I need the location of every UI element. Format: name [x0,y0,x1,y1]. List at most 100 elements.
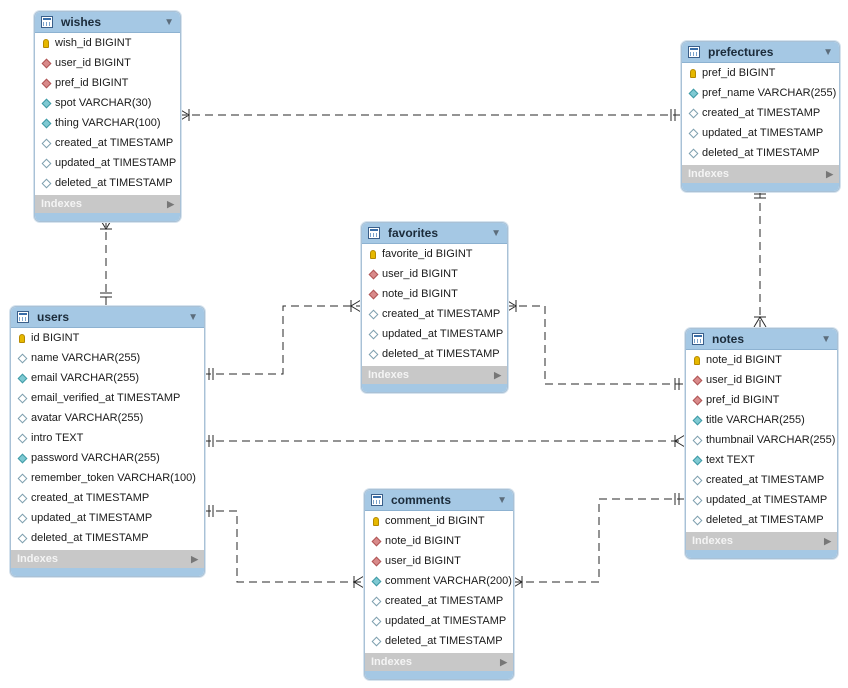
column-row[interactable]: updated_at TIMESTAMP [362,324,507,344]
column-row[interactable]: favorite_id BIGINT [362,244,507,264]
column-row[interactable]: comment VARCHAR(200) [365,571,513,591]
crow-foot-many-marker [178,108,190,122]
indexes-section[interactable]: Indexes ▶ [11,550,204,568]
column-label: pref_id BIGINT [706,394,780,406]
foreign-key-icon [371,556,381,566]
expand-arrow-icon[interactable]: ▶ [824,535,831,546]
column-row[interactable]: id BIGINT [11,328,204,348]
column-row[interactable]: thumbnail VARCHAR(255) [686,430,837,450]
table-header[interactable]: wishes▼ [35,12,180,33]
column-row[interactable]: note_id BIGINT [686,350,837,370]
column-row[interactable]: deleted_at TIMESTAMP [35,173,180,193]
column-row[interactable]: updated_at TIMESTAMP [35,153,180,173]
column-label: avatar VARCHAR(255) [31,412,144,424]
column-row[interactable]: updated_at TIMESTAMP [365,611,513,631]
column-row[interactable]: comment_id BIGINT [365,511,513,531]
column-row[interactable]: deleted_at TIMESTAMP [365,631,513,651]
column-row[interactable]: note_id BIGINT [365,531,513,551]
column-row[interactable]: created_at TIMESTAMP [362,304,507,324]
column-row[interactable]: pref_name VARCHAR(255) [682,83,839,103]
column-row[interactable]: deleted_at TIMESTAMP [11,528,204,548]
table-footer [362,384,507,392]
expand-arrow-icon[interactable]: ▶ [167,198,174,209]
crow-foot-many-marker [511,575,523,589]
column-label: deleted_at TIMESTAMP [702,147,820,159]
column-row[interactable]: name VARCHAR(255) [11,348,204,368]
table-name: users [37,310,70,324]
expand-arrow-icon[interactable]: ▶ [826,168,833,179]
column-row[interactable]: updated_at TIMESTAMP [686,490,837,510]
column-row[interactable]: intro TEXT [11,428,204,448]
indexes-section[interactable]: Indexes▶ [365,653,513,671]
column-row[interactable]: updated_at TIMESTAMP [11,508,204,528]
table-header[interactable]: users ▼ [11,307,204,328]
primary-key-icon [368,249,378,259]
column-row[interactable]: avatar VARCHAR(255) [11,408,204,428]
column-row[interactable]: email VARCHAR(255) [11,368,204,388]
table-icon [688,46,700,58]
column-row[interactable]: user_id BIGINT [686,370,837,390]
table-header[interactable]: prefectures▼ [682,42,839,63]
column-row[interactable]: updated_at TIMESTAMP [682,123,839,143]
expand-arrow-icon[interactable]: ▶ [494,369,501,380]
column-row[interactable]: created_at TIMESTAMP [682,103,839,123]
nullable-column-icon [17,513,27,523]
column-row[interactable]: created_at TIMESTAMP [686,470,837,490]
column-label: deleted_at TIMESTAMP [385,635,503,647]
column-row[interactable]: user_id BIGINT [365,551,513,571]
indexes-section[interactable]: Indexes▶ [362,366,507,384]
column-row[interactable]: deleted_at TIMESTAMP [686,510,837,530]
indexes-label: Indexes [17,553,58,565]
table-header[interactable]: comments ▼ [365,490,513,511]
collapse-triangle-icon[interactable]: ▼ [188,311,198,323]
column-row[interactable]: created_at TIMESTAMP [35,133,180,153]
nullable-column-icon [368,349,378,359]
expand-arrow-icon[interactable]: ▶ [191,553,198,564]
column-row[interactable]: pref_id BIGINT [682,63,839,83]
column-row[interactable]: title VARCHAR(255) [686,410,837,430]
nullable-column-icon [692,475,702,485]
column-row[interactable]: created_at TIMESTAMP [11,488,204,508]
column-row[interactable]: deleted_at TIMESTAMP [362,344,507,364]
column-row[interactable]: note_id BIGINT [362,284,507,304]
column-row[interactable]: created_at TIMESTAMP [365,591,513,611]
column-row[interactable]: email_verified_at TIMESTAMP [11,388,204,408]
table-name: comments [391,493,452,507]
collapse-triangle-icon[interactable]: ▼ [491,227,501,239]
nullable-column-icon [688,108,698,118]
nullable-column-icon [368,329,378,339]
column-row[interactable]: user_id BIGINT [362,264,507,284]
table-header[interactable]: favorites▼ [362,223,507,244]
foreign-key-icon [41,58,51,68]
indexes-section[interactable]: Indexes▶ [682,165,839,183]
collapse-triangle-icon[interactable]: ▼ [164,16,174,28]
column-label: created_at TIMESTAMP [31,492,150,504]
column-label: intro TEXT [31,432,84,444]
column-row[interactable]: wish_id BIGINT [35,33,180,53]
column-row[interactable]: thing VARCHAR(100) [35,113,180,133]
column-row[interactable]: spot VARCHAR(30) [35,93,180,113]
column-row[interactable]: pref_id BIGINT [35,73,180,93]
nullable-column-icon [17,533,27,543]
column-row[interactable]: remember_token VARCHAR(100) [11,468,204,488]
column-row[interactable]: text TEXT [686,450,837,470]
column-label: user_id BIGINT [385,555,461,567]
indexes-section[interactable]: Indexes▶ [35,195,180,213]
collapse-triangle-icon[interactable]: ▼ [821,333,831,345]
table-header[interactable]: notes▼ [686,329,837,350]
expand-arrow-icon[interactable]: ▶ [500,656,507,667]
nullable-column-icon [692,435,702,445]
indexes-section[interactable]: Indexes▶ [686,532,837,550]
collapse-triangle-icon[interactable]: ▼ [823,46,833,58]
column-row[interactable]: pref_id BIGINT [686,390,837,410]
column-row[interactable]: user_id BIGINT [35,53,180,73]
column-row[interactable]: deleted_at TIMESTAMP [682,143,839,163]
collapse-triangle-icon[interactable]: ▼ [497,494,507,506]
column-row[interactable]: password VARCHAR(255) [11,448,204,468]
